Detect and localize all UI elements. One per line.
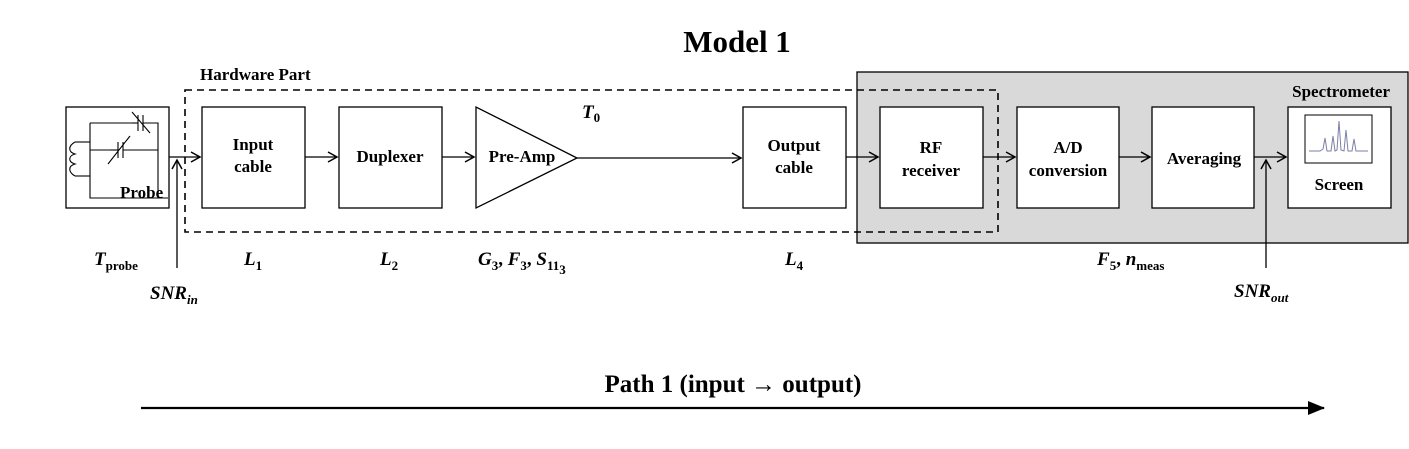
- ad-conversion-line1: A/D: [1053, 138, 1082, 157]
- preamp-block: Pre-Amp: [475, 105, 579, 210]
- preamp-label: Pre-Amp: [489, 147, 556, 166]
- hardware-label: Hardware Part: [200, 65, 311, 84]
- t-probe-label: Tprobe: [94, 249, 138, 273]
- coil-circuit-icon: [69, 111, 168, 199]
- ad-conversion-line2: conversion: [1029, 161, 1108, 180]
- input-cable-line1: Input: [233, 135, 274, 154]
- probe-block: Probe: [65, 106, 170, 209]
- t0-label: T0: [582, 102, 600, 125]
- snr-in-label: SNRin: [150, 283, 198, 307]
- probe-label: Probe: [120, 183, 164, 202]
- duplexer-label: Duplexer: [356, 147, 424, 166]
- signal-connections: [169, 151, 1288, 164]
- path-label: Path 1 (input → output): [605, 371, 862, 398]
- diagram-title: Model 1: [683, 24, 791, 59]
- rf-receiver-line1: RF: [920, 138, 943, 157]
- preamp-params-label: G3, F3, S113: [478, 249, 566, 277]
- output-cable-line2: cable: [775, 158, 813, 177]
- rf-receiver-line2: receiver: [902, 161, 961, 180]
- l4-label: L4: [784, 249, 804, 273]
- averaging-block: Averaging: [1151, 106, 1255, 209]
- duplexer-block: Duplexer: [338, 106, 443, 209]
- spectrometer-label: Spectrometer: [1292, 82, 1390, 101]
- f5-nmeas-label: F5, nmeas: [1096, 249, 1164, 273]
- rf-receiver-block: RF receiver: [879, 106, 984, 209]
- screen-label: Screen: [1315, 175, 1364, 194]
- output-cable-line1: Output: [768, 136, 821, 155]
- l2-label: L2: [379, 249, 398, 273]
- input-cable-line2: cable: [234, 157, 272, 176]
- averaging-label: Averaging: [1167, 149, 1242, 168]
- snr-out-label: SNRout: [1234, 281, 1289, 305]
- ad-conversion-block: A/D conversion: [1016, 106, 1120, 209]
- input-cable-block: Input cable: [201, 106, 306, 209]
- screen-block: Screen: [1287, 106, 1392, 209]
- l1-label: L1: [243, 249, 262, 273]
- output-cable-block: Output cable: [742, 106, 847, 209]
- hardware-region: [184, 89, 999, 233]
- spectrum-trace-icon: [1309, 120, 1368, 152]
